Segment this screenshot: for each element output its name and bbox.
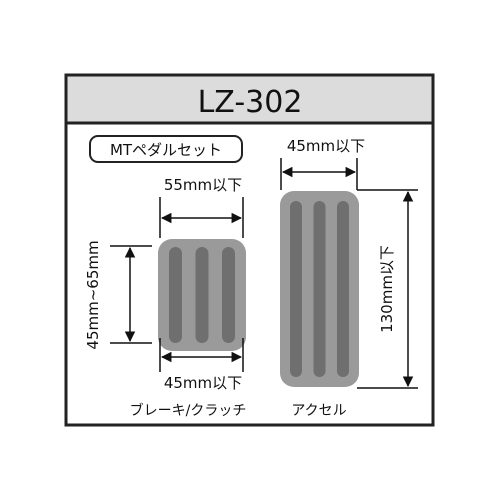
accelerator-groove — [290, 201, 302, 377]
accel-width-label: 45mm以下 — [287, 137, 365, 155]
accel-height-label: 130mm以下 — [378, 245, 396, 333]
accelerator-groove — [337, 201, 349, 377]
brake-bottom-width-label: 45mm以下 — [164, 374, 242, 392]
accelerator-groove — [313, 201, 326, 377]
accelerator-caption: アクセル — [291, 403, 346, 419]
brake-clutch-groove — [169, 247, 182, 343]
set-label: MTペダルセット — [110, 141, 222, 159]
set-label-box — [89, 135, 243, 163]
brake-clutch-groove — [222, 247, 235, 343]
brake-clutch-groove — [195, 247, 209, 343]
brake-top-width-label: 55mm以下 — [164, 176, 242, 194]
brake-clutch-caption: ブレーキ/クラッチ — [130, 402, 247, 419]
header-band — [67, 76, 432, 123]
accelerator-pedal — [280, 191, 359, 387]
model-title: LZ-302 — [198, 85, 303, 120]
brake-height-label: 45mm~65mm — [84, 240, 102, 349]
brake-clutch-pedal — [158, 239, 246, 351]
